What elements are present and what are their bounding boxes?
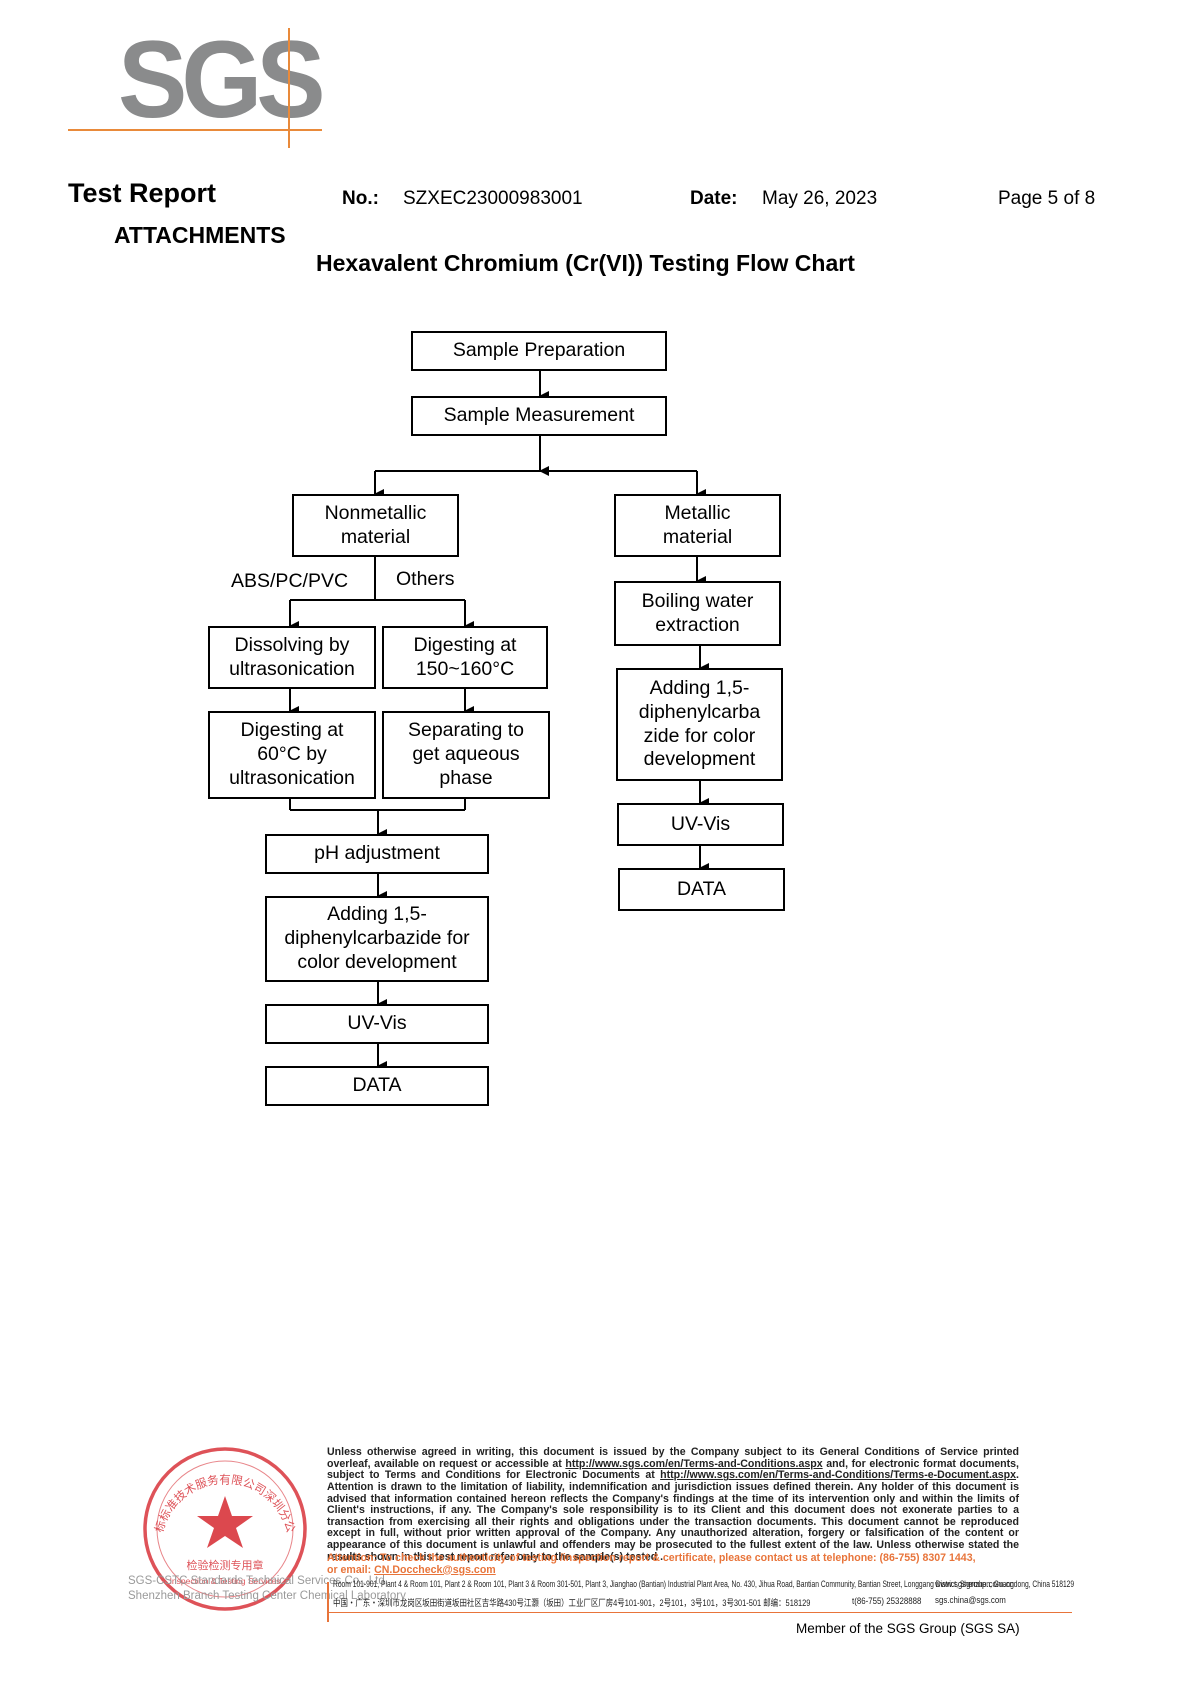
uv-vis-right-box: UV-Vis xyxy=(617,803,784,846)
metallic-material-box: Metallic material xyxy=(614,494,781,557)
stamp-lab-name: Shenzhen Branch Testing Center Chemical … xyxy=(128,1590,406,1602)
e-document-terms-link[interactable]: http://www.sgs.com/en/Terms-and-Conditio… xyxy=(660,1469,1017,1482)
separating-aqueous-box: Separating to get aqueous phase xyxy=(382,711,550,799)
logo-underline xyxy=(68,129,322,131)
stamp-company-name: SGS-CSTC Standards Technical Services Co… xyxy=(128,1575,388,1587)
attention-line-1: Attention: To check the authenticity of … xyxy=(327,1552,976,1564)
adding-diphenylcarbazide-box: Adding 1,5- diphenylcarbazide for color … xyxy=(265,896,489,982)
sample-preparation-box: Sample Preparation xyxy=(411,331,667,371)
attention-line-2: or email: xyxy=(327,1563,375,1576)
attachments-heading: ATTACHMENTS xyxy=(114,222,286,248)
digesting-150-160-box: Digesting at 150~160°C xyxy=(382,626,548,689)
report-date: May 26, 2023 xyxy=(762,188,878,209)
uv-vis-box: UV-Vis xyxy=(265,1004,489,1044)
website: www.sgsgroup.com.cn xyxy=(935,1579,1015,1589)
doccheck-email-link[interactable]: CN.Doccheck@sgs.com xyxy=(374,1563,496,1576)
ph-adjustment-box: pH adjustment xyxy=(265,834,489,874)
sample-measurement-box: Sample Measurement xyxy=(411,396,667,436)
member-statement: Member of the SGS Group (SGS SA) xyxy=(796,1621,1020,1636)
footer-vertical-rule xyxy=(327,1582,329,1622)
phone-number: t(86-755) 25328888 xyxy=(852,1596,922,1606)
nonmetallic-material-box: Nonmetallic material xyxy=(292,494,459,557)
address-chinese: 中国・广东・深圳市龙岗区坂田街道坂田社区吉华路430号江灏（坂田）工业厂区厂房4… xyxy=(333,1598,811,1608)
terms-link[interactable]: http://www.sgs.com/en/Terms-and-Conditio… xyxy=(565,1457,823,1470)
report-date-label: Date: xyxy=(690,188,738,209)
page-number: Page 5 of 8 xyxy=(998,188,1096,209)
report-number: SZXEC23000983001 xyxy=(403,188,583,209)
seal-text-en: Inspection & Testing Services xyxy=(170,1576,281,1586)
disclaimer-text: Unless otherwise agreed in writing, this… xyxy=(327,1446,1020,1563)
inspection-seal: 检验检测专用章 Inspection & Testing Services 通标… xyxy=(140,1444,307,1611)
boiling-water-extraction-box: Boiling water extraction xyxy=(614,581,781,646)
data-box: DATA xyxy=(265,1066,489,1106)
dissolving-ultrasonication-box: Dissolving by ultrasonication xyxy=(208,626,376,689)
disclaimer-part-1: Unless otherwise agreed in writing, this… xyxy=(327,1446,1019,1470)
flow-chart-title: Hexavalent Chromium (Cr(VI)) Testing Flo… xyxy=(316,250,855,276)
others-label: Others xyxy=(396,568,455,590)
sgs-logo: SGS xyxy=(118,19,326,141)
seal-text-mid: 检验检测专用章 xyxy=(187,1558,264,1572)
report-number-label: No.: xyxy=(342,188,379,209)
logo-vertical-line xyxy=(288,28,290,148)
star-icon xyxy=(197,1496,253,1548)
address-english: Room 101-901, Plant 4 & Room 101, Plant … xyxy=(333,1579,1075,1589)
digesting-60-box: Digesting at 60°C by ultrasonication xyxy=(208,711,376,799)
authenticity-notice: Attention: To check the authenticity of … xyxy=(327,1552,1019,1576)
disclaimer-part-2: and, for electronic format documents, su… xyxy=(327,1457,1020,1482)
contact-email: sgs.china@sgs.com xyxy=(935,1595,1006,1605)
data-right-box: DATA xyxy=(618,868,785,911)
adding-diphenylcarbazide-right-box: Adding 1,5- diphenylcarba zide for color… xyxy=(616,668,783,781)
report-title: Test Report xyxy=(68,178,217,208)
disclaimer-part-3: . Attention is drawn to the limitation o… xyxy=(327,1469,1019,1563)
abs-pc-pvc-label: ABS/PC/PVC xyxy=(231,570,349,592)
footer-bottom-rule xyxy=(327,1612,1072,1613)
